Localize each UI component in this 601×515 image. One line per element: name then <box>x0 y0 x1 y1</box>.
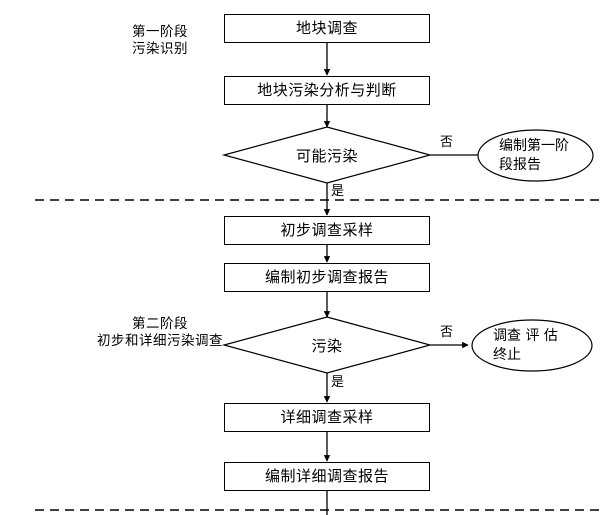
node-survey-terminated-label: 调查 评 估 终止 <box>493 327 558 363</box>
edge-label-yes-1: 是 <box>331 184 345 199</box>
node-stage1-report[interactable]: 编制第一阶 段报告 <box>477 129 594 182</box>
node-pollution-decision-label: 污染 <box>311 336 343 355</box>
edge-label-no-2: 否 <box>440 325 454 340</box>
node-pollution-analysis[interactable]: 地块污染分析与判断 <box>224 76 430 105</box>
edge-label-no-1: 否 <box>440 135 454 150</box>
node-preliminary-sampling[interactable]: 初步调查采样 <box>224 216 430 245</box>
stage-label-1: 第一阶段 污染识别 <box>132 24 188 57</box>
stage-label-2: 第二阶段 初步和详细污染调查 <box>97 316 223 349</box>
node-detailed-report[interactable]: 编制详细调查报告 <box>224 462 430 491</box>
node-detailed-sampling[interactable]: 详细调查采样 <box>224 403 430 432</box>
node-stage1-report-label: 编制第一阶 段报告 <box>499 137 569 173</box>
node-possible-pollution-label: 可能污染 <box>295 146 358 165</box>
edge-label-yes-2: 是 <box>331 375 345 390</box>
node-preliminary-report[interactable]: 编制初步调查报告 <box>224 263 430 292</box>
node-survey-terminated[interactable]: 调查 评 估 终止 <box>471 319 593 372</box>
node-site-survey[interactable]: 地块调查 <box>224 14 430 43</box>
